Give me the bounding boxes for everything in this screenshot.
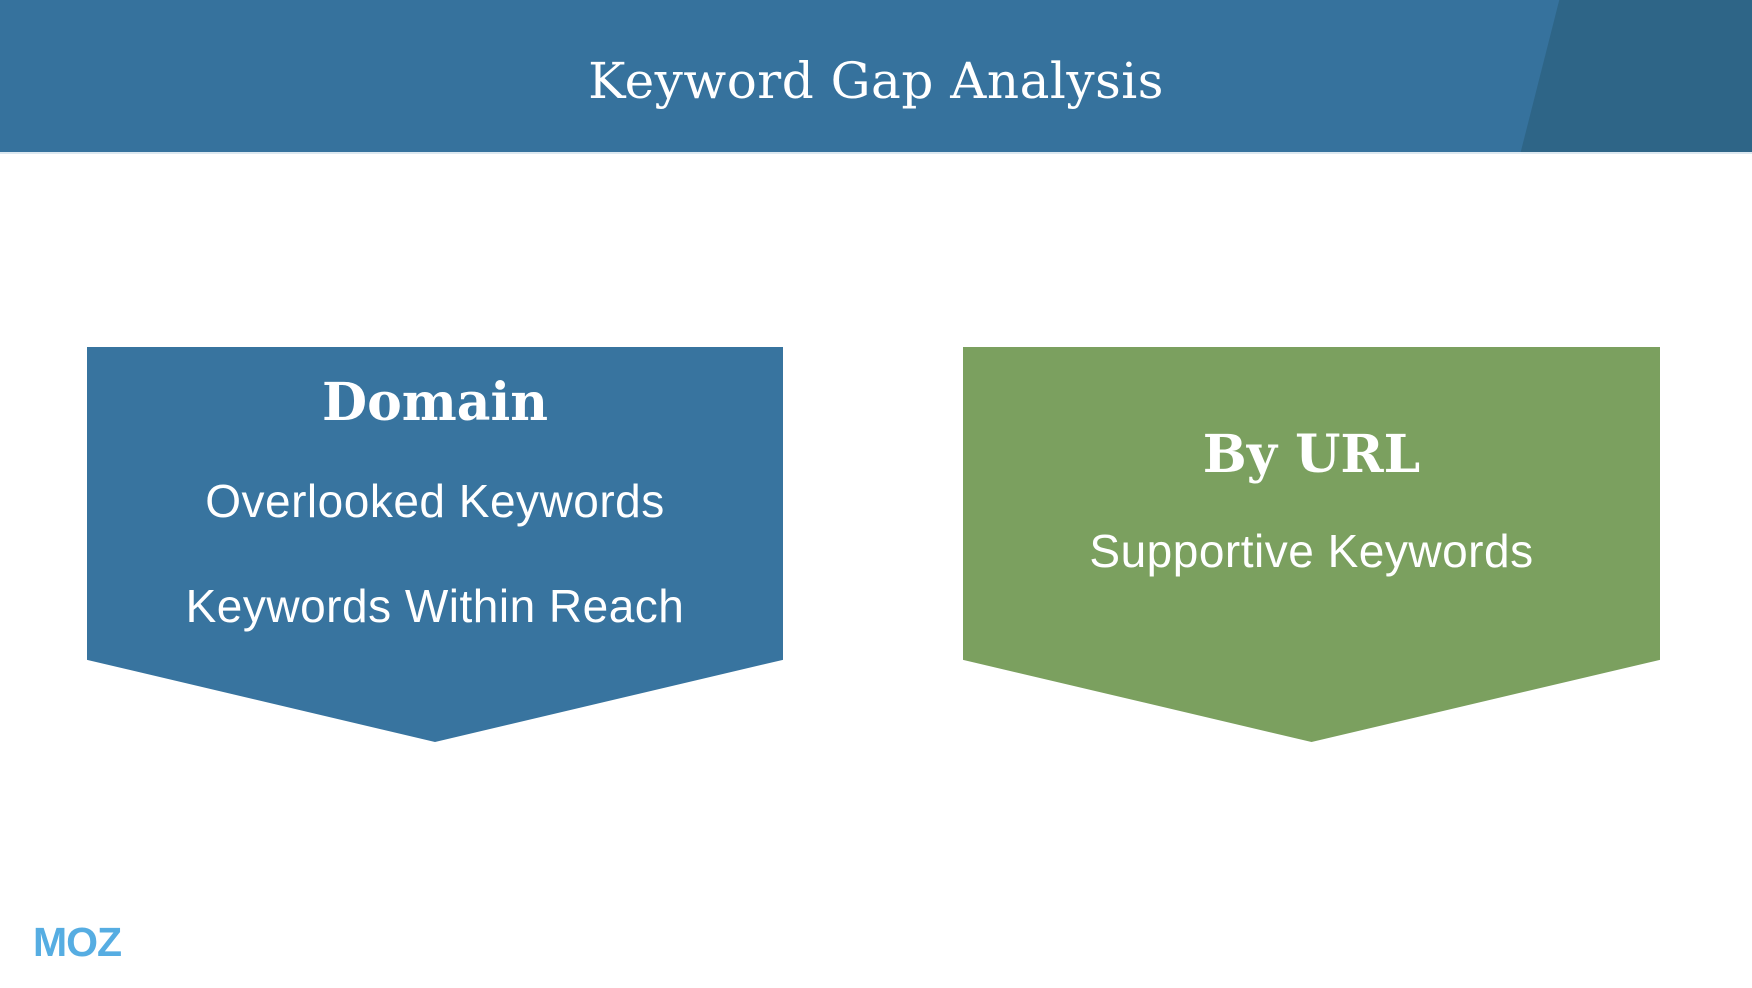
domain-banner: Domain Overlooked Keywords Keywords With… [87, 347, 783, 742]
domain-banner-item-keywords-within-reach: Keywords Within Reach [185, 580, 685, 632]
by-url-banner-title: By URL [1202, 424, 1421, 485]
header-banner: Keyword Gap Analysis [0, 0, 1752, 154]
moz-logo: MOZ [33, 919, 122, 965]
header-accent-shape [1520, 0, 1752, 152]
domain-banner-title: Domain [321, 372, 549, 433]
page-title: Keyword Gap Analysis [588, 52, 1164, 110]
by-url-banner: By URL Supportive Keywords [963, 347, 1660, 742]
by-url-banner-item-supportive-keywords: Supportive Keywords [1089, 525, 1534, 577]
domain-banner-item-overlooked-keywords: Overlooked Keywords [205, 475, 665, 527]
